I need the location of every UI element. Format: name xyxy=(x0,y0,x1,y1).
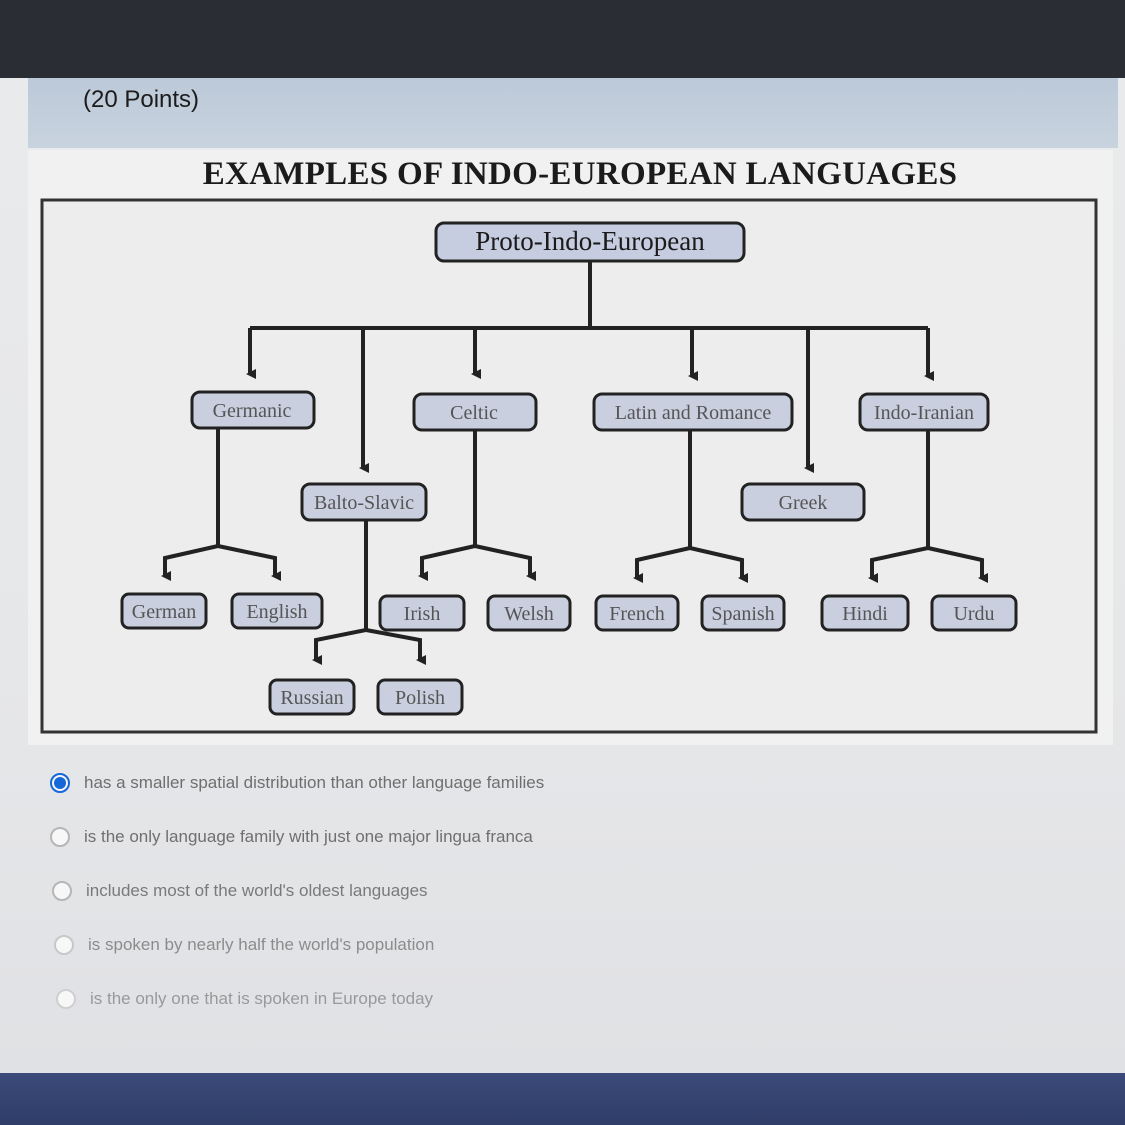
option-label: is spoken by nearly half the world's pop… xyxy=(88,935,435,954)
node-proto-indo-european: Proto-Indo-European xyxy=(434,221,746,263)
svg-text:Russian: Russian xyxy=(280,687,343,709)
node-celtic: Celtic xyxy=(412,392,538,432)
node-polish: Polish xyxy=(376,678,464,716)
svg-text:Balto-Slavic: Balto-Slavic xyxy=(314,492,414,514)
node-welsh: Welsh xyxy=(486,594,572,632)
option-label: has a smaller spatial distribution than … xyxy=(84,773,545,792)
option-label: includes most of the world's oldest lang… xyxy=(86,881,428,900)
node-urdu: Urdu xyxy=(930,594,1018,632)
svg-text:Irish: Irish xyxy=(404,603,441,625)
svg-text:French: French xyxy=(609,603,665,625)
node-greek: Greek xyxy=(740,482,866,522)
svg-text:Hindi: Hindi xyxy=(842,603,888,625)
taskbar xyxy=(0,1073,1125,1125)
option-1[interactable]: has a smaller spatial distribution than … xyxy=(50,768,544,798)
node-russian: Russian xyxy=(268,678,356,716)
node-spanish: Spanish xyxy=(700,594,786,632)
svg-text:Celtic: Celtic xyxy=(450,402,498,424)
language-tree-diagram: Proto-Indo-European Germanic Celtic Lati… xyxy=(40,198,1098,734)
svg-text:Germanic: Germanic xyxy=(213,400,292,422)
option-2[interactable]: is the only language family with just on… xyxy=(50,822,533,852)
option-3[interactable]: includes most of the world's oldest lang… xyxy=(52,876,428,906)
svg-text:Welsh: Welsh xyxy=(504,603,554,625)
node-germanic: Germanic xyxy=(190,390,316,430)
diagram-title: EXAMPLES OF INDO-EUROPEAN LANGUAGES xyxy=(202,156,958,192)
node-hindi: Hindi xyxy=(820,594,910,632)
node-indo-iranian: Indo-Iranian xyxy=(858,392,990,432)
quiz-screen: (20 Points) EXAMPLES OF INDO-EUROPEAN LA… xyxy=(0,78,1125,1073)
svg-text:German: German xyxy=(132,601,196,623)
radio-icon[interactable] xyxy=(54,935,74,955)
radio-icon[interactable] xyxy=(52,881,72,901)
radio-selected-icon[interactable] xyxy=(50,773,70,793)
option-5[interactable]: is the only one that is spoken in Europe… xyxy=(56,984,433,1014)
option-label: is the only one that is spoken in Europe… xyxy=(90,989,434,1008)
svg-text:Urdu: Urdu xyxy=(953,603,994,625)
node-latin-and-romance: Latin and Romance xyxy=(592,392,794,432)
svg-text:English: English xyxy=(246,601,307,623)
node-german: German xyxy=(120,592,208,630)
svg-text:Latin and Romance: Latin and Romance xyxy=(615,402,772,424)
svg-text:Indo-Iranian: Indo-Iranian xyxy=(874,402,974,424)
radio-icon[interactable] xyxy=(56,989,76,1009)
svg-text:Polish: Polish xyxy=(395,687,445,709)
svg-text:Proto-Indo-European: Proto-Indo-European xyxy=(475,226,705,256)
svg-text:Spanish: Spanish xyxy=(711,603,774,625)
option-4[interactable]: is spoken by nearly half the world's pop… xyxy=(54,930,434,960)
radio-icon[interactable] xyxy=(50,827,70,847)
option-label: is the only language family with just on… xyxy=(84,827,533,846)
diagram-frame xyxy=(40,198,1098,734)
node-balto-slavic: Balto-Slavic xyxy=(300,482,428,522)
node-english: English xyxy=(230,592,324,630)
points-label: (20 Points) xyxy=(83,86,200,113)
svg-text:Greek: Greek xyxy=(779,492,828,514)
question-header: (20 Points) xyxy=(28,78,1118,148)
node-irish: Irish xyxy=(378,594,466,632)
tree-connectors xyxy=(161,261,988,665)
node-french: French xyxy=(594,594,680,632)
